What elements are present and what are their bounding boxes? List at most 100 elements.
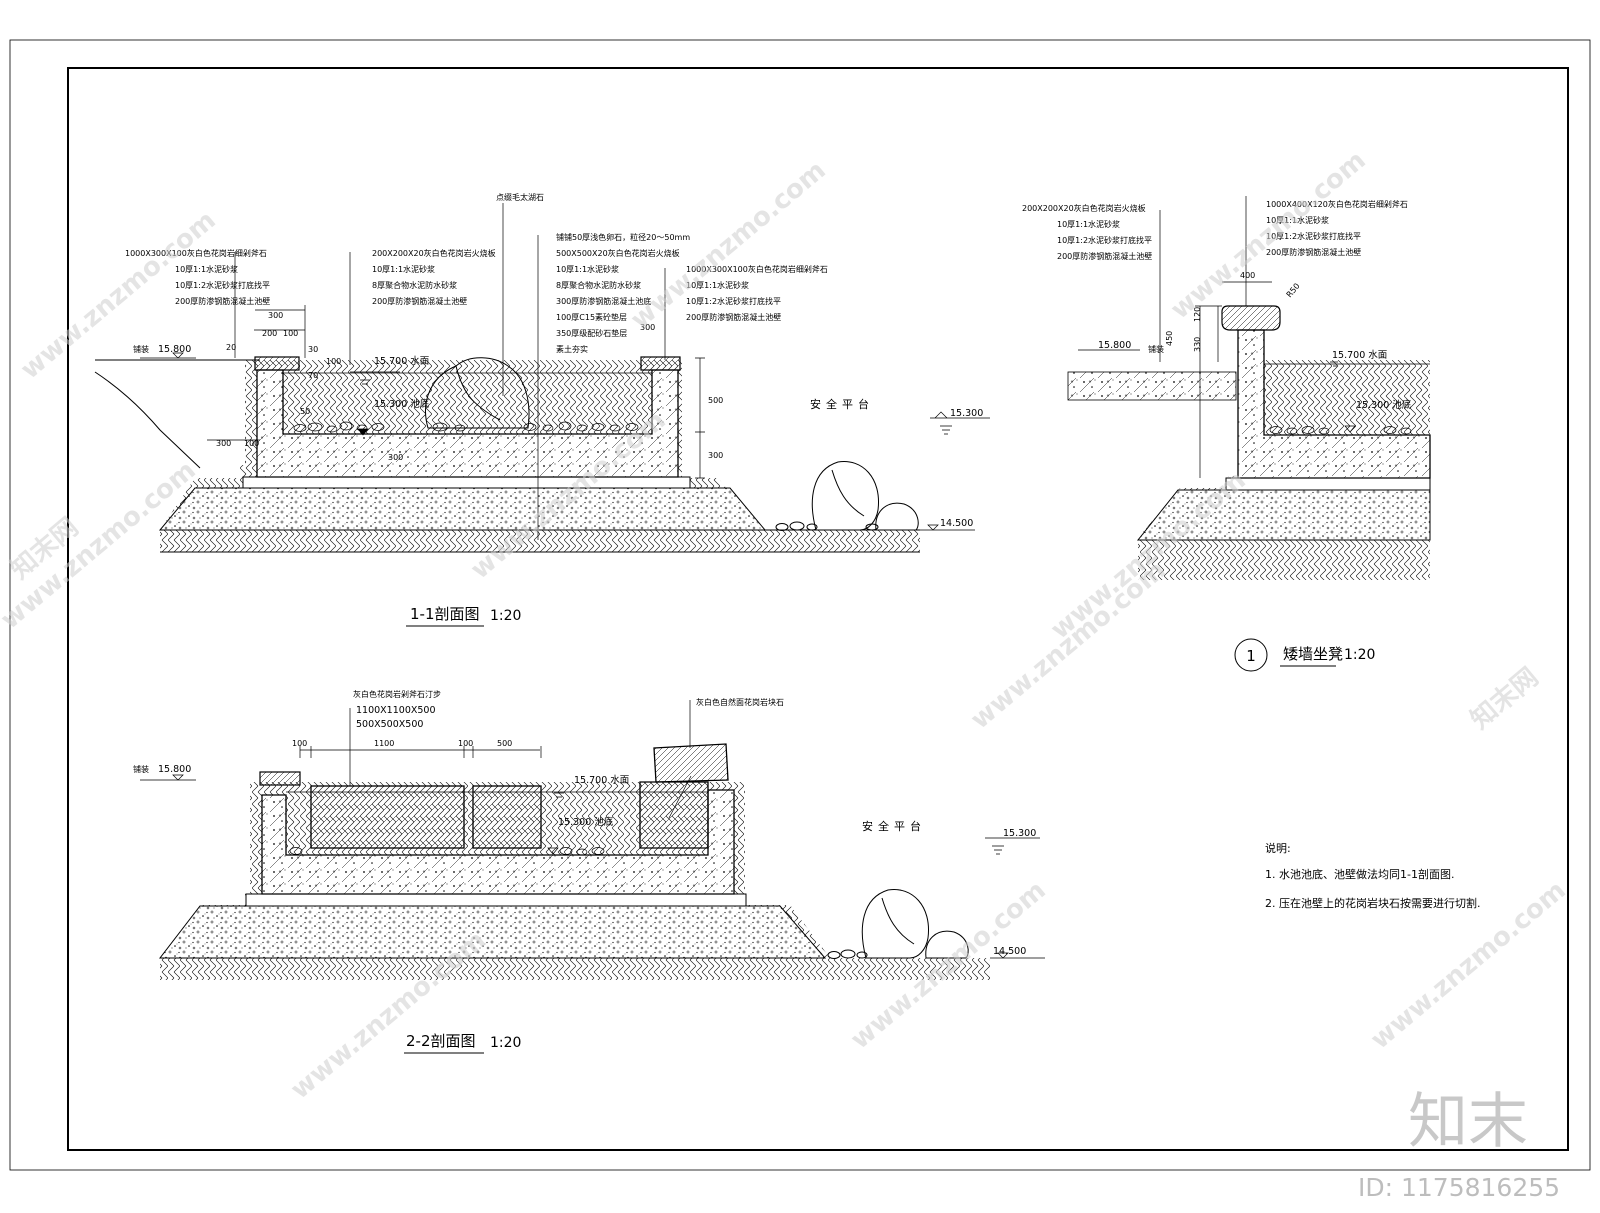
section-11-scale: 1:20 <box>490 608 521 624</box>
elev-platform: 15.300 <box>950 408 983 419</box>
dim-70: 70 <box>308 371 318 380</box>
bench-elev-paving: 15.800 <box>1098 340 1131 351</box>
dim-200: 200 <box>262 329 277 338</box>
elev-paving: 15.800 <box>158 344 191 355</box>
callout-bottom-7: 素土夯实 <box>556 344 588 354</box>
coping-right <box>640 356 681 371</box>
step-size-1: 1100X1100X500 <box>356 705 436 716</box>
bench-elev-bottom: 15.300 池底 <box>1356 399 1412 411</box>
s22-dim-1100: 1100 <box>374 739 394 748</box>
section-1-1: 点缀毛太湖石 1000X300X100灰白色花岗岩细剁斧石 10厚1:1水泥砂浆… <box>94 192 990 627</box>
bench-dim-120: 120 <box>1193 307 1202 322</box>
elev-ground: 14.500 <box>940 518 973 529</box>
bench-cushion <box>1225 477 1431 491</box>
dim-right <box>695 357 705 479</box>
outer-frame <box>9 39 1591 1171</box>
dim-300d: 300 <box>640 323 655 332</box>
callout-bottom-0: 铺铺50厚浅色卵石，粒径20～50mm <box>556 232 690 242</box>
s22-pebbles <box>289 847 605 856</box>
callout-right-texts: 1000X300X100灰白色花岗岩细剁斧石 10厚1:1水泥砂浆 10厚1:2… <box>686 264 828 322</box>
watermark-brand: 知末网 <box>1465 662 1544 735</box>
callout-mid-texts: 200X200X20灰白色花岗岩火烧板 10厚1:1水泥砂浆 8厚聚合物水泥防水… <box>372 248 496 306</box>
elev-water: 15.700 水面 <box>374 355 429 367</box>
s22-dim-500: 500 <box>497 739 512 748</box>
callout-bottom-4: 300厚防渗钢筋混凝土池底 <box>556 296 651 306</box>
s22-elev-platform: 15.300 <box>1003 828 1036 839</box>
dim-50: 50 <box>300 407 310 416</box>
section-bench: 200X200X20灰白色花岗岩火烧板 10厚1:1水泥砂浆 10厚1:2水泥砂… <box>1022 196 1431 672</box>
section-2-2: 灰白色花岗岩剁斧石汀步 1100X1100X500 500X500X500 灰白… <box>95 689 1045 1054</box>
callout-left-texts: 1000X300X100灰白色花岗岩细剁斧石 10厚1:1水泥砂浆 10厚1:2… <box>125 248 270 306</box>
elev-bottom: 15.300 池底 <box>374 398 430 410</box>
step-small <box>472 785 542 849</box>
callout-bottom-1: 500X500X20灰白色花岗岩火烧板 <box>556 248 680 258</box>
note-2: 2. 压在池壁上的花岗岩块石按需要进行切割. <box>1265 896 1481 910</box>
bench-left-1: 10厚1:1水泥砂浆 <box>1057 219 1120 229</box>
brand-logo: 知末 <box>1408 1087 1528 1157</box>
callout-right-0: 1000X300X100灰白色花岗岩细剁斧石 <box>686 264 828 274</box>
bench-dim-400: 400 <box>1240 271 1255 280</box>
image-id: ID: 1175816255 <box>1358 1173 1560 1202</box>
bench-dim-450: 450 <box>1165 331 1174 346</box>
callout-left-0: 1000X300X100灰白色花岗岩细剁斧石 <box>125 248 267 258</box>
s22-cushion <box>245 893 747 907</box>
dim-100b: 100 <box>326 357 341 366</box>
callout-bottom-5: 100厚C15素砼垫层 <box>556 312 627 322</box>
bench-title: 矮墙坐凳 <box>1283 645 1343 663</box>
bench-pebbles <box>1269 426 1412 435</box>
dim-20: 20 <box>226 343 236 352</box>
callout-right-3: 200厚防渗钢筋混凝土池壁 <box>686 312 781 322</box>
notes: 说明: 1. 水池池底、池壁做法均同1-1剖面图. 2. 压在池壁上的花岗岩块石… <box>1265 841 1481 910</box>
callout-left-2: 10厚1:2水泥砂浆打底找平 <box>175 280 270 290</box>
cushion-layer <box>242 476 691 489</box>
bench-dim-r50: R50 <box>1285 281 1302 299</box>
callout-left-3: 200厚防渗钢筋混凝土池壁 <box>175 296 270 306</box>
callout-leaders <box>207 203 666 540</box>
bench-left-3: 200厚防渗钢筋混凝土池壁 <box>1057 251 1152 261</box>
callout-rock-text: 点缀毛太湖石 <box>496 192 544 202</box>
callout-bottom-3: 8厚聚合物水泥防水砂浆 <box>556 280 641 290</box>
dim-30: 30 <box>308 345 318 354</box>
s22-platform: 安全平台 <box>862 819 926 833</box>
watermark-site: www.znzmo.com <box>965 555 1171 735</box>
paving-label: 铺装 <box>133 344 149 354</box>
ground-line-left <box>94 359 920 553</box>
bench-right-1: 10厚1:1水泥砂浆 <box>1266 215 1329 225</box>
section-22-scale: 1:20 <box>490 1035 521 1051</box>
dim-300c: 300 <box>388 453 403 462</box>
s22-dim-100a: 100 <box>292 739 307 748</box>
bench-right-0: 1000X400X120灰白色花岗岩细剁斧石 <box>1266 199 1408 209</box>
bench-paving: 铺装 <box>1148 344 1164 354</box>
section-11-title: 1-1剖面图 <box>410 605 480 623</box>
callout-mid-3: 200厚防渗钢筋混凝土池壁 <box>372 296 467 306</box>
dim-300b: 300 <box>216 439 231 448</box>
bench-dim-330: 330 <box>1193 337 1202 352</box>
taihu-rock <box>425 357 530 429</box>
bench-elev-water: 15.700 水面 <box>1332 349 1387 361</box>
bench-right-3: 200厚防渗钢筋混凝土池壁 <box>1266 247 1361 257</box>
callout-block: 灰白色自然面花岗岩块石 <box>696 697 784 707</box>
notes-heading: 说明: <box>1265 841 1291 855</box>
bench-left-2: 10厚1:2水泥砂浆打底找平 <box>1057 235 1152 245</box>
bench-seat <box>1221 305 1281 331</box>
s22-paving: 铺装 <box>133 764 149 774</box>
callout-bottom-2: 10厚1:1水泥砂浆 <box>556 264 619 274</box>
note-1: 1. 水池池底、池壁做法均同1-1剖面图. <box>1265 867 1454 881</box>
coping-left <box>254 356 300 371</box>
callout-steps: 灰白色花岗岩剁斧石汀步 <box>353 689 441 699</box>
s22-boulders <box>827 889 969 959</box>
granite-block-upper <box>653 743 729 783</box>
dim-100c: 100 <box>244 439 259 448</box>
boulders <box>775 461 919 531</box>
bench-left-0: 200X200X20灰白色花岗岩火烧板 <box>1022 203 1146 213</box>
bench-scale: 1:20 <box>1344 647 1375 663</box>
callout-mid-2: 8厚聚合物水泥防水砂浆 <box>372 280 457 290</box>
callout-bottom-6: 350厚级配砂石垫层 <box>556 328 627 338</box>
callout-right-1: 10厚1:1水泥砂浆 <box>686 280 749 290</box>
step-size-2: 500X500X500 <box>356 719 423 730</box>
bench-callout-left-texts: 200X200X20灰白色花岗岩火烧板 10厚1:1水泥砂浆 10厚1:2水泥砂… <box>1022 203 1152 261</box>
gravel-base <box>158 487 767 531</box>
s22-elev-ground: 14.500 <box>993 946 1026 957</box>
step-large <box>310 785 465 849</box>
